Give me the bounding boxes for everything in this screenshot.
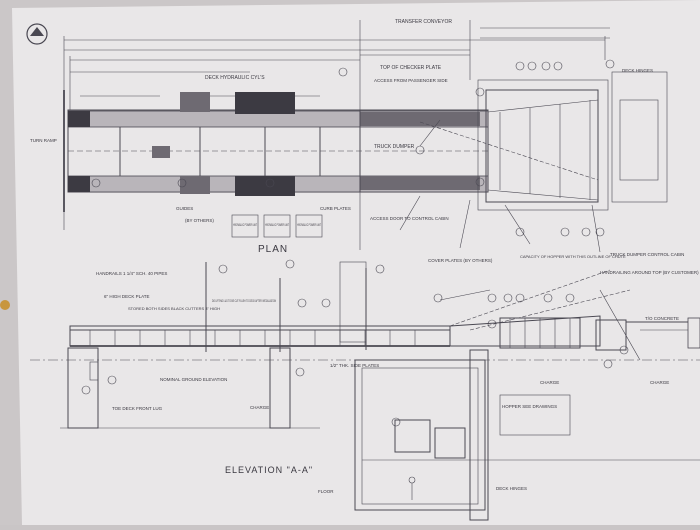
label-hopper-drawings: HOPPER SEE DRAWINGS: [502, 404, 557, 409]
label-floor: FLOOR: [318, 489, 334, 494]
label-lifting-lug: DO LIFTING LUG TO BE CUT FLUSH TO DECK A…: [212, 299, 276, 303]
logo-seal: [26, 23, 48, 45]
label-front-lug: TOE DECK FRONT LUG: [112, 406, 163, 411]
label-handrails: HANDRAILS 1 1/4" SCH. 40 PIPES: [96, 271, 167, 276]
label-by-others: (BY OTHERS): [185, 218, 214, 223]
elevation-view: [30, 259, 700, 521]
elevation-title: ELEVATION "A-A": [225, 465, 313, 475]
paper-sheet: [12, 0, 700, 525]
label-access-passenger-side: ACCESS FROM PASSENGER SIDE: [374, 78, 448, 83]
label-deck-hinges-elev: DECK HINGES: [496, 486, 527, 491]
label-deck-hinges-plan: DECK HINGES: [622, 68, 653, 73]
label-hpu-3: HYDRAULIC POWER UNIT: [297, 223, 321, 227]
label-truck-dumper: TRUCK DUMPER: [374, 144, 415, 150]
label-charge-3: CHARGE: [650, 380, 669, 385]
label-control-cabin: TRUCK DUMPER CONTROL CABIN: [610, 252, 684, 257]
plan-title: PLAN: [258, 244, 288, 255]
label-nominal-ground: NOMINAL GROUND ELEVATION: [160, 377, 227, 382]
label-concrete: T/O CONCRETE: [645, 316, 679, 321]
label-hpu-2: HYDRAULIC POWER UNIT: [265, 223, 289, 227]
label-deck-hydraulic-cyls: DECK HYDRAULIC CYL'S: [205, 75, 265, 81]
label-hpu-1: HYDRAULIC POWER UNIT: [233, 223, 257, 227]
label-hopper-note: CAPACITY OF HOPPER WITH THIS OUTLINE OF …: [520, 254, 626, 259]
label-stored-cutters: STORED BOTH SIDES BLACK CUTTERS 3" HIGH: [128, 306, 220, 311]
label-top-of-checker-plate: TOP OF CHECKER PLATE: [380, 65, 442, 71]
label-guides: GUIDES: [176, 206, 193, 211]
label-cover-plates: COVER PLATES (BY OTHERS): [428, 258, 493, 263]
label-deck-plate: 6" HIGH DECK PLATE: [104, 294, 150, 299]
label-transfer-conveyor: TRANSFER CONVEYOR: [395, 19, 452, 25]
binder-hole: [0, 300, 10, 310]
label-charge-1: CHARGE: [250, 405, 269, 410]
label-turn-ramp: TURN RAMP: [30, 138, 57, 143]
label-side-plates: 1/2" THK. SIDE PLATES: [330, 363, 379, 368]
label-charge-2: CHARGE: [540, 380, 559, 385]
label-curb-plates: CURB PLATES: [320, 206, 351, 211]
label-handrailing: HANDRAILING AROUND TOP (BY CUSTOMER): [600, 270, 699, 275]
plan-view: [63, 20, 668, 253]
label-access-door: ACCESS DOOR TO CONTROL CABIN: [370, 216, 449, 221]
